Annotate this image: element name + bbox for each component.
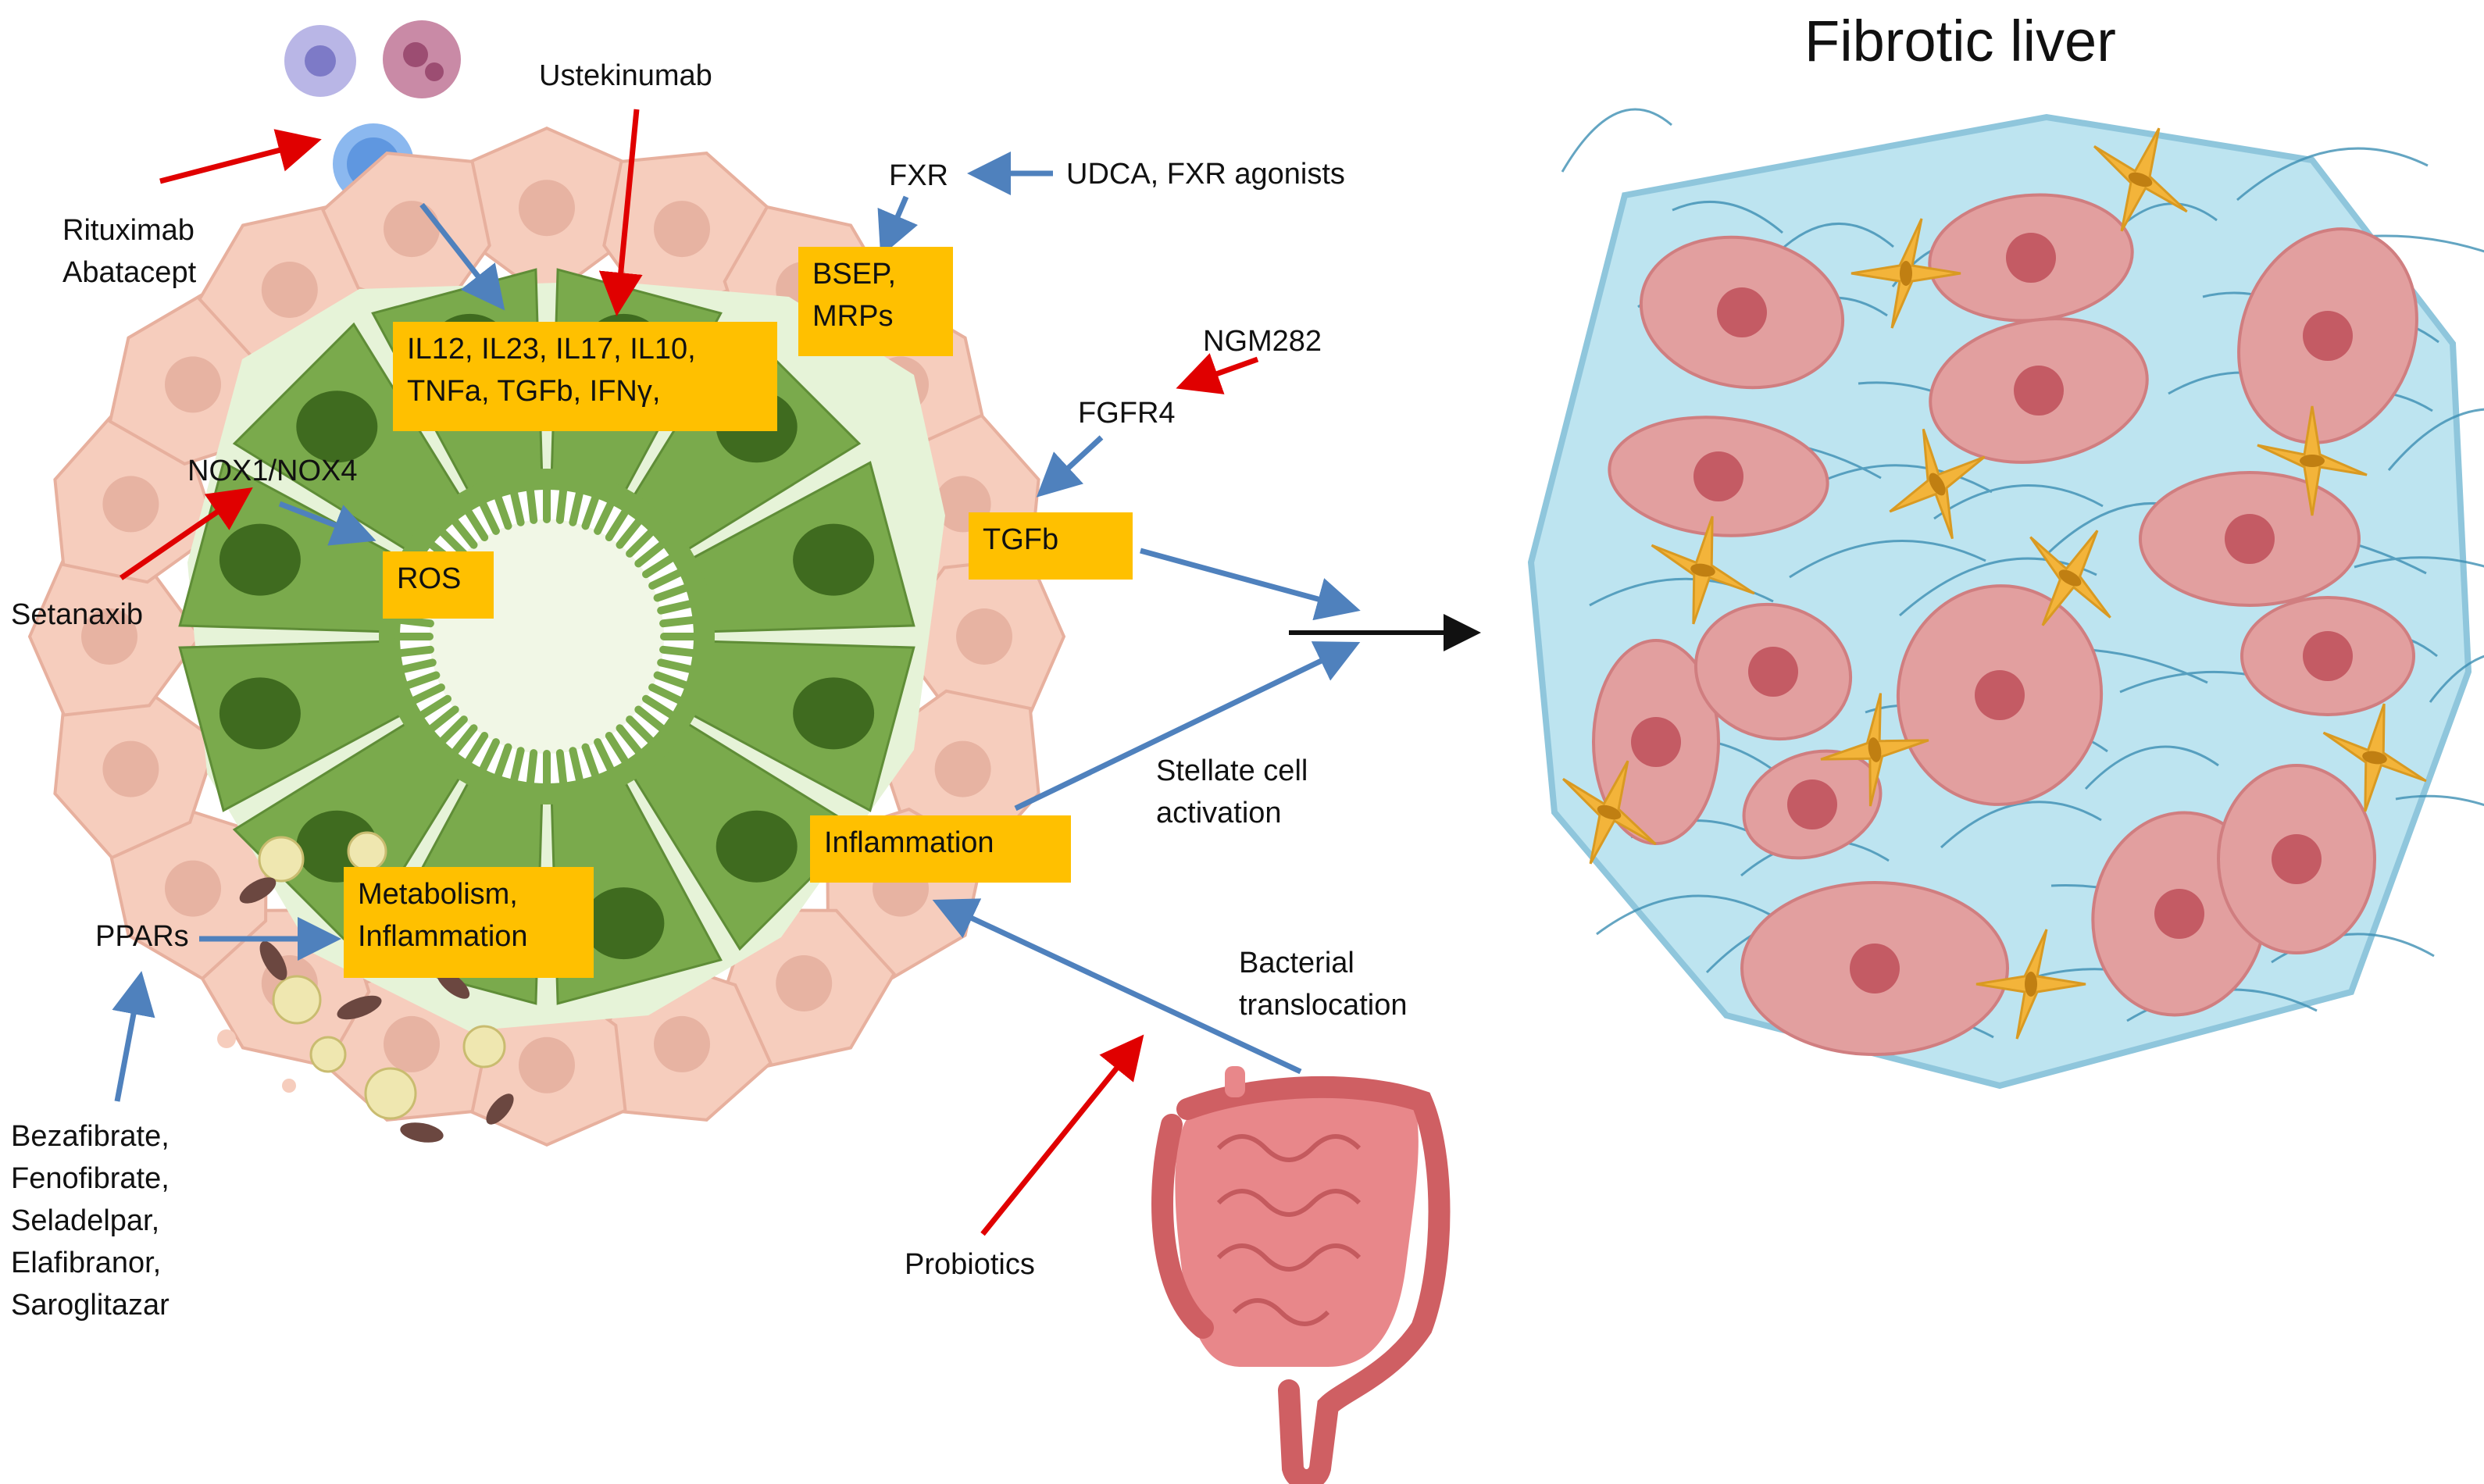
liver-hepatocyte xyxy=(2139,471,2361,607)
liver-hepatocyte xyxy=(1639,235,1845,390)
label-fxr: FXR xyxy=(889,159,948,192)
label-udca: UDCA, FXR agonists xyxy=(1066,158,1345,191)
stellate-cell xyxy=(1851,218,1961,329)
label-stellate-activation: Stellate cell activation xyxy=(1156,754,1308,829)
label-probiotics: Probiotics xyxy=(905,1248,1035,1281)
box-metabolism-inflammation: Metabolism, Inflammation xyxy=(344,867,594,978)
arrows xyxy=(112,109,1481,1236)
stellate-cell xyxy=(2029,530,2111,626)
box-tgfb: TGFb xyxy=(969,512,1133,580)
stellate-cell xyxy=(2093,127,2188,232)
liver-hepatocyte xyxy=(1608,416,1829,537)
label-nox: NOX1/NOX4 xyxy=(187,455,358,487)
figure-title: Fibrotic liver xyxy=(1804,9,2116,73)
box-cytokines: IL12, IL23, IL17, IL10, TNFa, TGFb, IFNγ… xyxy=(393,322,777,431)
liver-hepatocyte xyxy=(1896,584,2104,806)
label-ngm282: NGM282 xyxy=(1203,325,1322,358)
fibrotic-liver xyxy=(1527,108,2484,1090)
box-inflammation: Inflammation xyxy=(810,815,1071,883)
label-rituximab-abatacept: Rituximab Abatacept xyxy=(62,214,197,289)
stellate-cell xyxy=(1889,428,1986,540)
liver-hepatocyte xyxy=(2240,596,2415,716)
damaged-cell-debris xyxy=(217,831,514,1143)
cholangiocyte xyxy=(178,640,403,812)
liver-hepatocyte xyxy=(1742,749,1883,860)
liver-hepatocyte xyxy=(2237,227,2418,444)
label-ustekinumab: Ustekinumab xyxy=(539,59,712,92)
box-ros: ROS xyxy=(383,551,494,619)
stellate-cell xyxy=(1651,515,1755,625)
liver-hepatocyte xyxy=(2217,764,2376,954)
stellate-cell xyxy=(2322,703,2427,812)
label-ppars: PPARs xyxy=(95,920,189,953)
hepatocyte xyxy=(27,556,202,717)
stellate-cell xyxy=(1975,929,2086,1040)
label-setanaxib: Setanaxib xyxy=(11,598,144,631)
liver-hepatocyte xyxy=(1929,317,2149,464)
label-bacterial-translocation: Bacterial translocation xyxy=(1239,947,1408,1022)
label-fibrates: Bezafibrate, Fenofibrate, Seladelpar, El… xyxy=(11,1120,170,1322)
cholangiocyte xyxy=(632,722,862,951)
intestine xyxy=(1151,1066,1451,1484)
hepatocyte xyxy=(466,127,627,301)
hepatocyte xyxy=(891,556,1066,717)
liver-hepatocyte xyxy=(1740,881,2009,1056)
stellate-cell xyxy=(1562,760,1657,865)
cholangiocyte xyxy=(691,640,915,812)
label-fgfr4: FGFR4 xyxy=(1078,397,1176,430)
stellate-cell xyxy=(1820,693,1929,807)
stellate-cell xyxy=(2257,405,2368,516)
box-bsep-mrps: BSEP, MRPs xyxy=(798,247,953,356)
liver-hepatocyte xyxy=(1693,602,1853,741)
